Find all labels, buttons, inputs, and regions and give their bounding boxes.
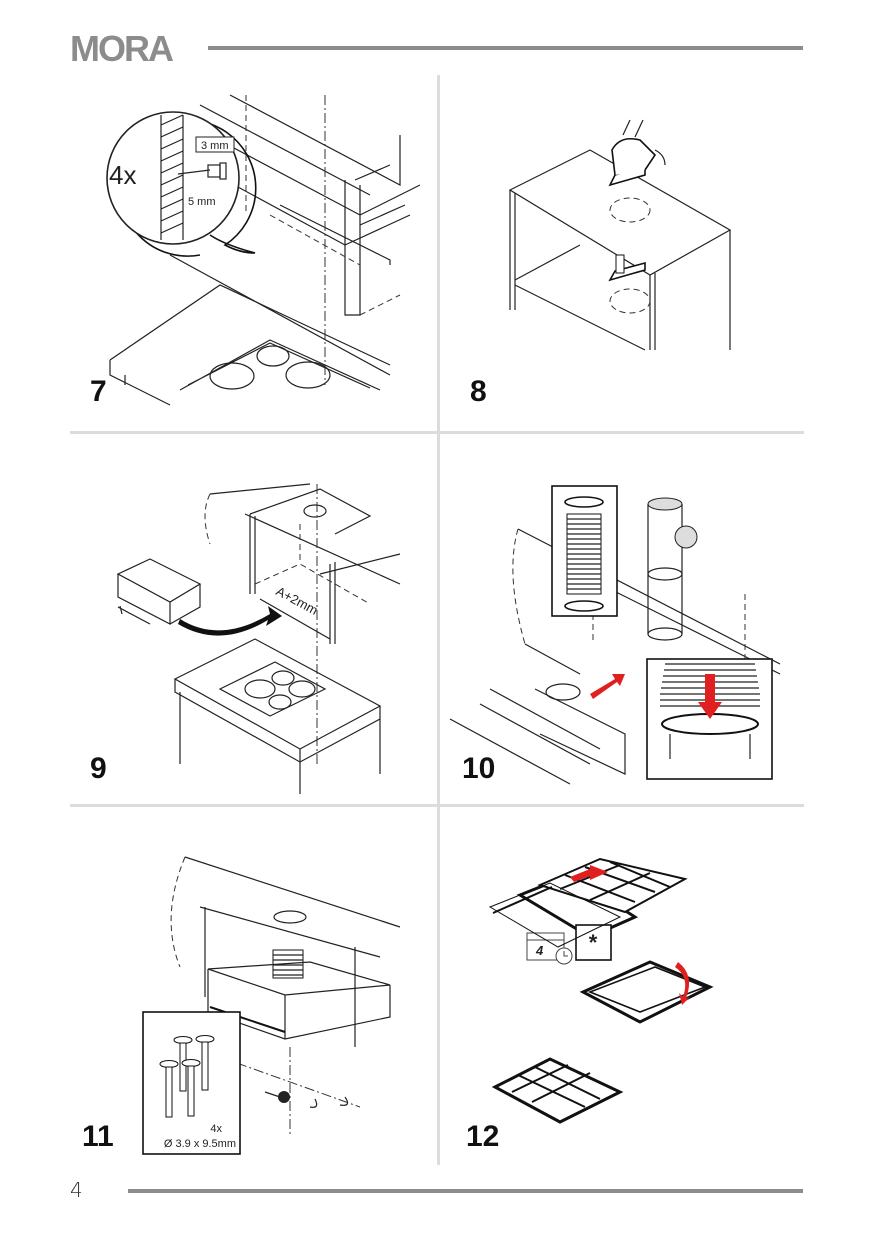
step-9-panel: A+2mm 9 bbox=[70, 434, 437, 804]
cabinet-shelf bbox=[514, 244, 646, 351]
mora-logo: MORA bbox=[70, 28, 176, 69]
jigsaw-icon bbox=[608, 119, 666, 282]
flexible-duct-icon bbox=[564, 496, 604, 612]
step-number-7: 7 bbox=[90, 375, 107, 408]
screw-icons bbox=[159, 1035, 215, 1118]
step-10-panel: 10 bbox=[440, 434, 804, 804]
cut-outline-bottom bbox=[609, 288, 651, 314]
cut-outline-top bbox=[609, 197, 651, 223]
duct-hole bbox=[303, 504, 327, 518]
wall-section bbox=[160, 114, 184, 240]
footer-rule bbox=[128, 1189, 803, 1193]
duct-tube bbox=[647, 497, 698, 641]
step-number-11: 11 bbox=[82, 1120, 114, 1153]
step-10-illustration bbox=[449, 485, 781, 785]
worktop bbox=[109, 284, 391, 406]
equal-offset-arrows bbox=[117, 605, 151, 625]
cabinet-sides bbox=[509, 190, 731, 350]
filter-installed bbox=[488, 882, 622, 948]
hood-outlet bbox=[545, 683, 581, 701]
worktop bbox=[173, 638, 382, 750]
red-arrow-icon bbox=[590, 674, 625, 699]
step-12-illustration: * 4 bbox=[488, 857, 714, 1124]
step-12-panel: * 4 12 bbox=[440, 807, 804, 1165]
dimension-label: A+2mm bbox=[274, 583, 321, 617]
step-11-illustration: 4x Ø 3.9 x 9.5mm bbox=[142, 856, 401, 1155]
quantity-label: 4x bbox=[109, 160, 136, 190]
asterisk-callout bbox=[575, 924, 612, 961]
carbon-filter-icon bbox=[491, 1057, 624, 1124]
burner bbox=[209, 362, 255, 390]
side-panel bbox=[344, 164, 406, 316]
cabinet-sides bbox=[249, 514, 336, 644]
step-9-illustration: A+2mm bbox=[116, 483, 401, 794]
filter-insert-step bbox=[516, 857, 688, 939]
burner bbox=[285, 361, 331, 389]
horizontal-divider-2 bbox=[70, 804, 804, 807]
vertical-divider bbox=[437, 75, 440, 1165]
step-number-8: 8 bbox=[470, 375, 487, 408]
step-7-panel: 3 mm 4x 5 mm 7 bbox=[70, 75, 437, 431]
page-number: 4 bbox=[70, 1178, 83, 1202]
step-11-panel: 4x Ø 3.9 x 9.5mm 11 bbox=[70, 807, 437, 1165]
depth-label: 5 mm bbox=[188, 196, 216, 208]
header-rule bbox=[208, 46, 803, 50]
step-number-12: 12 bbox=[466, 1120, 500, 1153]
screw-quantity-label: 4x bbox=[210, 1123, 222, 1135]
brand-text: MORA bbox=[70, 28, 174, 69]
calendar-value: 4 bbox=[535, 943, 544, 958]
step-number-9: 9 bbox=[90, 752, 107, 785]
drill-icon bbox=[177, 162, 227, 180]
duct-hole bbox=[273, 910, 307, 924]
asterisk-label: * bbox=[589, 930, 598, 955]
step-8-panel: 8 bbox=[440, 75, 804, 431]
filter-flip-step bbox=[579, 960, 714, 1024]
curved-arrow-icon bbox=[178, 606, 282, 636]
hood-body bbox=[534, 688, 626, 775]
step-number-10: 10 bbox=[462, 752, 496, 785]
step-8-illustration bbox=[508, 119, 732, 351]
hob bbox=[218, 661, 327, 717]
screwing-hand-icon bbox=[264, 1091, 349, 1108]
duct-clamp-detail bbox=[660, 663, 760, 759]
drill-diameter-label: 3 mm bbox=[201, 140, 229, 152]
horizontal-divider-1 bbox=[70, 431, 804, 434]
screw-size-label: Ø 3.9 x 9.5mm bbox=[164, 1138, 236, 1150]
burner bbox=[256, 345, 290, 367]
calendar-icon bbox=[526, 932, 573, 965]
step-7-illustration: 3 mm 4x 5 mm bbox=[106, 94, 421, 406]
hood-unit bbox=[116, 558, 202, 625]
